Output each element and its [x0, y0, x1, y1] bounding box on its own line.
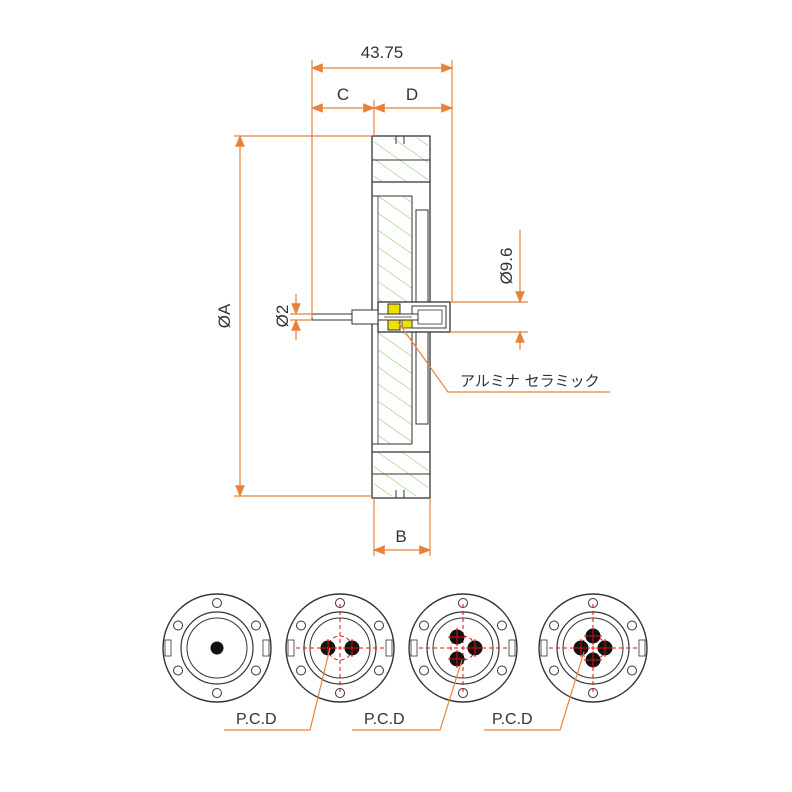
dim-phi-9-6: Ø9.6: [497, 248, 516, 285]
dimensions: 43.75 C D ØA Ø2 Ø9.6 B アルミナ セラミック: [215, 43, 610, 556]
bolt-hole: [419, 665, 430, 676]
side-section-view: [311, 135, 451, 499]
leak-check-slot: [540, 639, 548, 657]
bolt-hole: [296, 665, 307, 676]
flange-hatch-upper: [378, 196, 412, 302]
leak-check-slot: [164, 639, 172, 657]
front-view-2: [285, 593, 395, 703]
pcd-label-1: P.C.D: [236, 711, 277, 728]
feedthrough-pin: [210, 641, 224, 655]
leak-check-slot: [508, 639, 516, 657]
material-label: アルミナ セラミック: [460, 372, 600, 390]
dim-c: C: [337, 85, 349, 104]
front-view-4: [538, 593, 648, 703]
bolt-hole: [626, 620, 637, 631]
pcd-label-3: P.C.D: [492, 711, 533, 728]
pcd-annotations: P.C.D P.C.D P.C.D: [224, 647, 585, 731]
dim-phi-a: ØA: [215, 303, 234, 328]
bolt-hole: [173, 620, 184, 631]
bolt-hole: [496, 620, 507, 631]
bolt-hole: [549, 665, 560, 676]
front-view-3: [408, 593, 518, 703]
pcd-label-2: P.C.D: [364, 711, 405, 728]
dim-phi-2: Ø2: [273, 305, 292, 328]
front-view-1: [162, 593, 272, 703]
dim-d: D: [406, 85, 418, 104]
front-views: [162, 593, 648, 703]
bolt-hole: [212, 598, 222, 608]
leak-check-slot: [410, 639, 418, 657]
bolt-hole: [496, 665, 507, 676]
bolt-hole: [626, 665, 637, 676]
flange-hatch-lower: [378, 332, 412, 444]
bolt-hole: [549, 620, 560, 631]
bolt-hole: [212, 688, 222, 698]
leak-check-slot: [385, 639, 393, 657]
bolt-hole: [373, 620, 384, 631]
leak-check-slot: [262, 639, 270, 657]
bolt-hole: [419, 620, 430, 631]
bolt-hole: [296, 620, 307, 631]
bolt-hole: [173, 665, 184, 676]
flange-inner-edge: [180, 611, 254, 685]
bolt-hole: [373, 665, 384, 676]
dim-overall-length: 43.75: [361, 43, 404, 62]
knife-edge-ring: [186, 617, 248, 679]
dim-b: B: [395, 527, 406, 546]
leak-check-slot: [287, 639, 295, 657]
leak-check-slot: [638, 639, 646, 657]
bolt-hole: [250, 665, 261, 676]
bolt-hole: [250, 620, 261, 631]
